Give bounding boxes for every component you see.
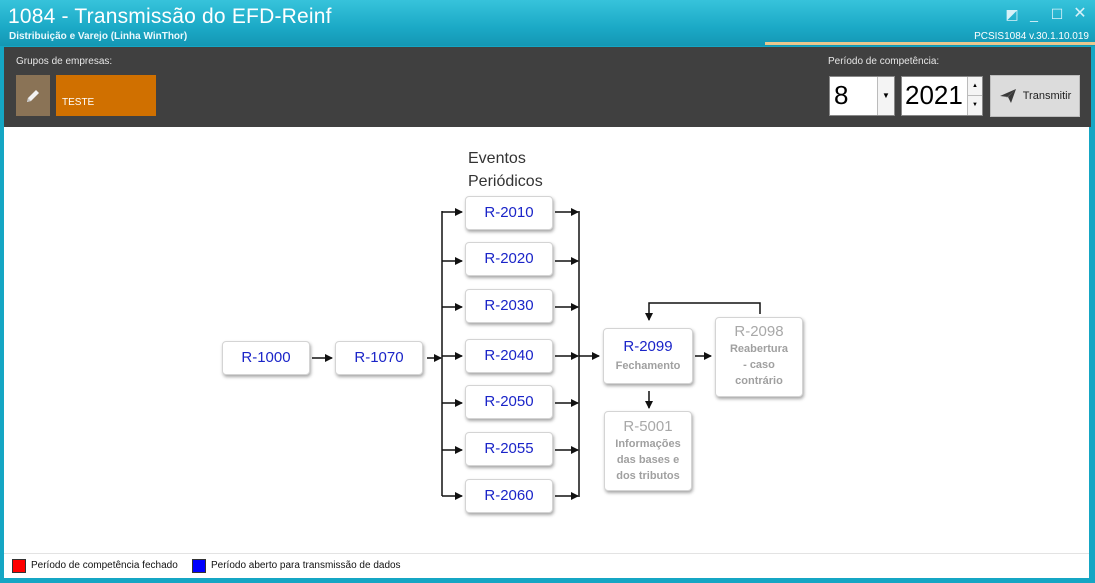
toolbar: Grupos de empresas: TESTE Período de com… bbox=[4, 47, 1091, 127]
event-code: R-2099 bbox=[623, 338, 673, 355]
window-title: 1084 - Transmissão do EFD-Reinf bbox=[8, 5, 332, 28]
year-spinner[interactable]: 2021 ▲ ▼ bbox=[901, 76, 983, 116]
grupos-label: Grupos de empresas: bbox=[16, 56, 113, 67]
legend-closed-swatch bbox=[12, 559, 26, 573]
legend-closed-label: Período de competência fechado bbox=[31, 560, 178, 571]
event-box-r2020[interactable]: R-2020 bbox=[465, 242, 553, 276]
title-bar: 1084 - Transmissão do EFD-Reinf Distribu… bbox=[0, 0, 1095, 46]
status-legend: Período de competência fechado Período a… bbox=[4, 553, 1089, 578]
periodo-label: Período de competência: bbox=[828, 56, 940, 67]
eventos-periodicos-title: Eventos Periódicos bbox=[468, 147, 543, 193]
restore-icon[interactable]: ◩ bbox=[1005, 6, 1019, 22]
event-code: R-2040 bbox=[484, 347, 534, 364]
month-value: 8 bbox=[834, 80, 849, 110]
transmit-button[interactable]: Transmitir bbox=[990, 75, 1080, 117]
event-box-r2098[interactable]: R-2098 Reabertura - caso contrário bbox=[715, 317, 803, 397]
event-box-r2050[interactable]: R-2050 bbox=[465, 385, 553, 419]
legend-open-swatch bbox=[192, 559, 206, 573]
title-accent-line bbox=[765, 42, 1095, 45]
event-box-r1070[interactable]: R-1070 bbox=[335, 341, 423, 375]
maximize-icon[interactable]: ☐ bbox=[1050, 6, 1064, 22]
version-label: PCSIS1084 v.30.1.10.019 bbox=[974, 31, 1089, 42]
window-subtitle: Distribuição e Varejo (Linha WinThor) bbox=[9, 31, 188, 42]
pencil-icon bbox=[27, 89, 39, 102]
event-box-r2099[interactable]: R-2099 Fechamento bbox=[603, 328, 693, 384]
event-code: R-1000 bbox=[241, 349, 291, 366]
event-box-r2030[interactable]: R-2030 bbox=[465, 289, 553, 323]
event-desc-line3: dos tributos bbox=[616, 470, 680, 482]
event-box-r2040[interactable]: R-2040 bbox=[465, 339, 553, 373]
group-tile-label: TESTE bbox=[62, 97, 95, 108]
section-title-line1: Eventos bbox=[468, 150, 526, 167]
event-desc-line2: - caso bbox=[743, 359, 775, 371]
event-code: R-1070 bbox=[354, 349, 404, 366]
event-box-r2010[interactable]: R-2010 bbox=[465, 196, 553, 230]
event-code: R-2010 bbox=[484, 204, 534, 221]
event-code: R-5001 bbox=[623, 418, 673, 435]
group-tile-teste[interactable]: TESTE bbox=[56, 75, 156, 116]
event-desc-line1: Reabertura bbox=[729, 343, 789, 355]
paper-plane-icon bbox=[999, 89, 1016, 103]
event-box-r2060[interactable]: R-2060 bbox=[465, 479, 553, 513]
spin-down-icon[interactable]: ▼ bbox=[967, 96, 982, 115]
event-code: R-2060 bbox=[484, 487, 534, 504]
event-desc-line2: das bases e bbox=[616, 454, 680, 466]
event-desc: Fechamento bbox=[615, 360, 681, 372]
year-value: 2021 bbox=[905, 80, 963, 110]
month-select[interactable]: 8 ▼ bbox=[829, 76, 895, 116]
event-box-r2055[interactable]: R-2055 bbox=[465, 432, 553, 466]
minimize-icon[interactable]: _ bbox=[1030, 6, 1038, 22]
close-icon[interactable]: ✕ bbox=[1073, 5, 1087, 22]
spin-up-icon[interactable]: ▲ bbox=[967, 77, 982, 96]
event-box-r5001[interactable]: R-5001 Informações das bases e dos tribu… bbox=[604, 411, 692, 491]
event-desc-line1: Informações bbox=[615, 438, 681, 450]
event-code: R-2020 bbox=[484, 250, 534, 267]
transmit-label: Transmitir bbox=[1022, 90, 1072, 102]
event-desc-line3: contrário bbox=[735, 375, 783, 387]
section-title-line2: Periódicos bbox=[468, 173, 543, 190]
event-box-r1000[interactable]: R-1000 bbox=[222, 341, 310, 375]
event-code: R-2098 bbox=[734, 323, 784, 340]
legend-open-label: Período aberto para transmissão de dados bbox=[211, 560, 401, 571]
edit-group-button[interactable] bbox=[16, 75, 50, 116]
event-code: R-2050 bbox=[484, 393, 534, 410]
chevron-down-icon[interactable]: ▼ bbox=[877, 77, 894, 115]
event-code: R-2030 bbox=[484, 297, 534, 314]
event-code: R-2055 bbox=[484, 440, 534, 457]
